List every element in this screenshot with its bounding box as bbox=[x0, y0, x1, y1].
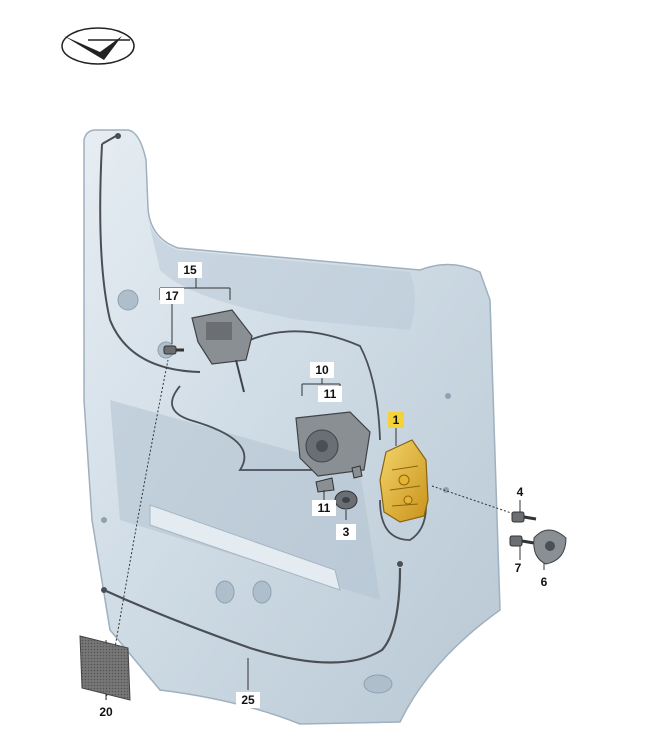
bolt-7 bbox=[509, 535, 535, 547]
svg-text:11: 11 bbox=[318, 501, 331, 515]
svg-text:3: 3 bbox=[343, 525, 350, 539]
door-inner-panel bbox=[83, 129, 501, 725]
callout-11-top: 11 bbox=[318, 386, 342, 402]
svg-text:7: 7 bbox=[515, 561, 522, 575]
damping-pad-20 bbox=[79, 635, 131, 701]
callout-11-bottom: 11 bbox=[312, 500, 336, 516]
striker-6 bbox=[533, 529, 567, 565]
bolt-4 bbox=[511, 511, 537, 523]
callout-15: 15 bbox=[178, 262, 202, 278]
callout-17: 17 bbox=[160, 288, 184, 304]
svg-text:6: 6 bbox=[541, 575, 548, 589]
callout-7: 7 bbox=[508, 560, 528, 576]
fitting-11 bbox=[315, 477, 335, 493]
svg-text:20: 20 bbox=[99, 705, 113, 719]
callout-10: 10 bbox=[310, 362, 334, 378]
svg-text:10: 10 bbox=[315, 363, 329, 377]
callout-1[interactable]: 1 bbox=[388, 412, 404, 428]
handle-mechanism-15 bbox=[191, 309, 253, 393]
svg-text:11: 11 bbox=[324, 387, 337, 401]
orientation-arrow-icon bbox=[61, 27, 135, 65]
callout-25: 25 bbox=[236, 692, 260, 708]
svg-text:1: 1 bbox=[393, 413, 400, 427]
callout-3: 3 bbox=[336, 524, 356, 540]
callout-6: 6 bbox=[534, 574, 554, 590]
svg-text:15: 15 bbox=[183, 263, 197, 277]
callout-4: 4 bbox=[510, 484, 530, 500]
door-lock-1 bbox=[379, 439, 429, 523]
grommet-3 bbox=[334, 490, 358, 510]
svg-text:25: 25 bbox=[241, 693, 255, 707]
motor-unit-10 bbox=[295, 411, 371, 477]
fitting-11b bbox=[351, 465, 363, 479]
bowden-cable-25 bbox=[101, 499, 427, 664]
bolt-17 bbox=[163, 345, 184, 355]
svg-text:4: 4 bbox=[517, 485, 524, 499]
cable-upper bbox=[99, 133, 381, 471]
callout-20: 20 bbox=[94, 704, 118, 720]
svg-text:17: 17 bbox=[165, 289, 179, 303]
